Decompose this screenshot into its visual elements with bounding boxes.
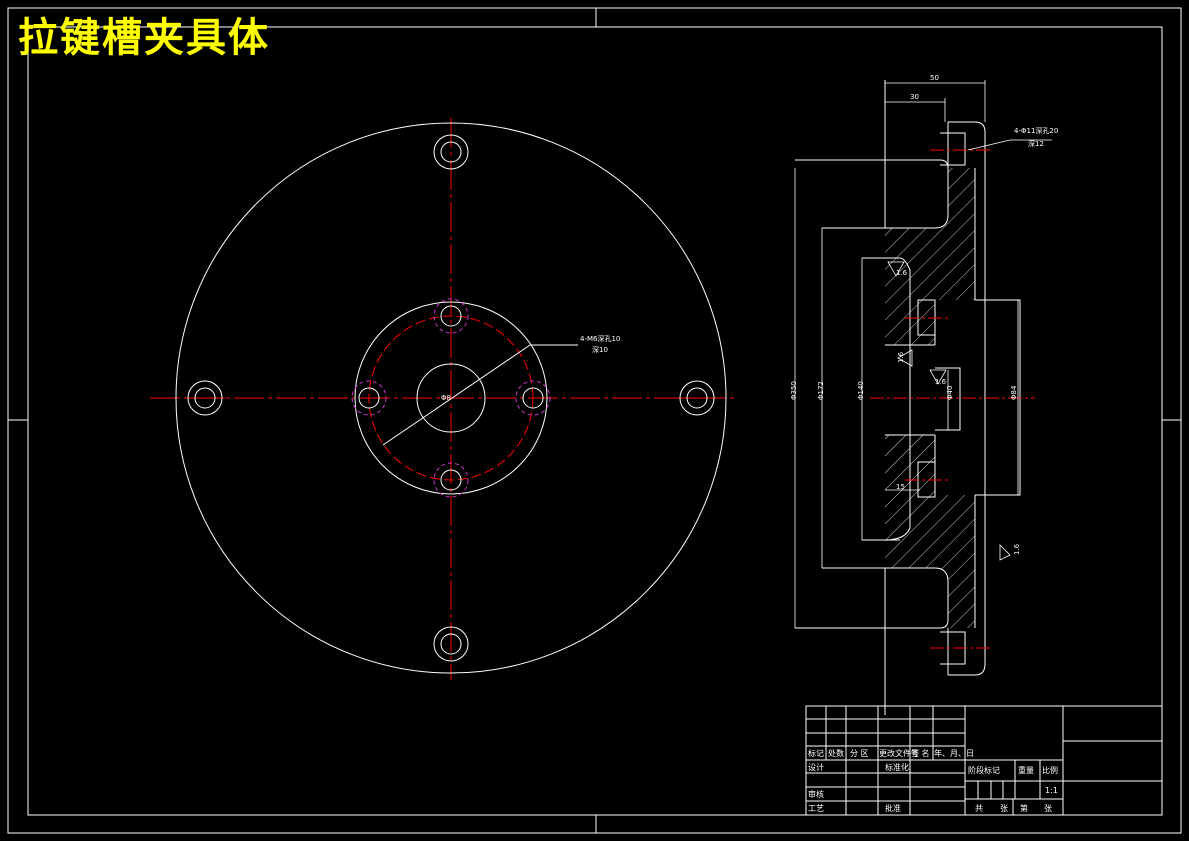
title-block (805, 705, 1163, 816)
tb-page-word: 张 (1044, 804, 1052, 813)
tb-scale: 1:1 (1045, 786, 1058, 795)
hole-note: 4-M6深孔10 (580, 334, 620, 343)
tb-zone: 分 区 (850, 749, 869, 758)
rough-3: 1.6 (935, 378, 947, 386)
counterbore-top (940, 132, 966, 166)
section-texts: 50 30 4-Φ11深孔20 深12 Φ350 Φ172 Φ140 Φ40 Φ… (790, 74, 1058, 555)
center-mark: Φ8 (441, 394, 451, 402)
rough-1: 1.6 (896, 269, 908, 277)
tb-stage: 阶段标记 (968, 765, 1000, 775)
pitch-circle (368, 315, 534, 481)
counterbore-depth: 深12 (1028, 139, 1044, 148)
dim-d2: Φ172 (817, 381, 825, 400)
tb-sign: 签 名 (911, 748, 930, 758)
hole-leader (382, 344, 578, 446)
hole-note-depth: 深10 (592, 345, 608, 354)
outer-holes (187, 134, 715, 662)
counterbore-note: 4-Φ11深孔20 (1014, 126, 1058, 135)
tb-count: 处数 (828, 748, 844, 758)
section-view (794, 80, 1052, 715)
tb-date: 年、月、日 (934, 748, 974, 758)
tb-page: 第 (1020, 803, 1028, 813)
drawing-frame (7, 7, 1182, 834)
dim-inner: 30 (910, 93, 919, 101)
outer-flange-circle (175, 122, 727, 674)
tb-total: 共 (975, 804, 983, 813)
dim-total: 50 (930, 74, 939, 82)
tb-standard: 标准化 (885, 762, 909, 772)
tap-lower (917, 461, 936, 498)
rough-2: 1.6 (897, 351, 905, 363)
roughness-symbols (887, 261, 1011, 561)
tb-design: 设计 (808, 762, 824, 772)
tb-review: 审核 (808, 789, 824, 799)
dim-d4: Φ40 (946, 386, 954, 400)
tb-weight: 重量 (1018, 765, 1034, 775)
tapped-holes (351, 298, 551, 498)
section-hatch-upper (885, 168, 975, 345)
title-block-text: 标记 处数 分 区 更改文件号 签 名 年、月、日 设计 标准化 审核 工艺 批… (808, 748, 1058, 813)
section-dimensions (794, 80, 1052, 628)
tb-approve: 批准 (885, 803, 901, 813)
dim-d1: Φ350 (790, 381, 798, 400)
dim-d5: Φ84 (1010, 385, 1018, 400)
center-bore (416, 363, 486, 433)
tb-total-word: 张 (1000, 804, 1008, 813)
tb-change: 更改文件号 (879, 748, 919, 758)
dim-d3: Φ140 (857, 381, 865, 400)
drawing-title: 拉键槽夹具体 (18, 14, 270, 61)
tap-upper (917, 299, 936, 336)
front-view: 4-M6深孔10 深10 Φ8 (150, 118, 735, 680)
dim-depth: 15 (896, 483, 905, 491)
tb-process: 工艺 (808, 804, 824, 813)
section-hatch-lower (885, 435, 975, 628)
boss-circle (354, 301, 548, 495)
tb-ratio: 比例 (1042, 765, 1058, 775)
tb-mark: 标记 (808, 748, 824, 758)
rough-4: 1.6 (1013, 543, 1021, 555)
